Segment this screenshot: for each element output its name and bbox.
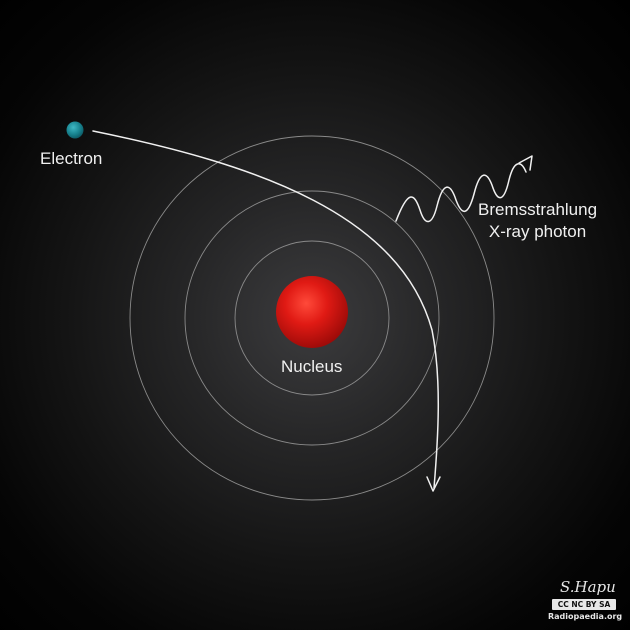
- photon-arrowhead: [518, 155, 533, 171]
- photon-wave: [395, 163, 527, 223]
- photon-label: Bremsstrahlung X-ray photon: [478, 199, 597, 243]
- nucleus-sphere: [276, 276, 348, 348]
- site-credit: Radiopaedia.org: [548, 612, 623, 621]
- orbit-shell-outer: [129, 135, 495, 501]
- trajectory-arrowhead: [426, 476, 441, 492]
- orbit-shell-inner: [234, 240, 390, 396]
- electron-label: Electron: [40, 149, 103, 168]
- license-badge: CC NC BY SA: [552, 599, 616, 610]
- photon-label-line1: Bremsstrahlung: [478, 200, 598, 219]
- electron-sphere: [66, 121, 84, 139]
- electron-trajectory: [92, 130, 440, 489]
- author-signature: S.Hapu: [560, 578, 616, 596]
- orbit-shell-middle: [184, 190, 440, 446]
- photon-label-line2: X-ray photon: [488, 222, 587, 241]
- nucleus-label: Nucleus: [281, 357, 343, 376]
